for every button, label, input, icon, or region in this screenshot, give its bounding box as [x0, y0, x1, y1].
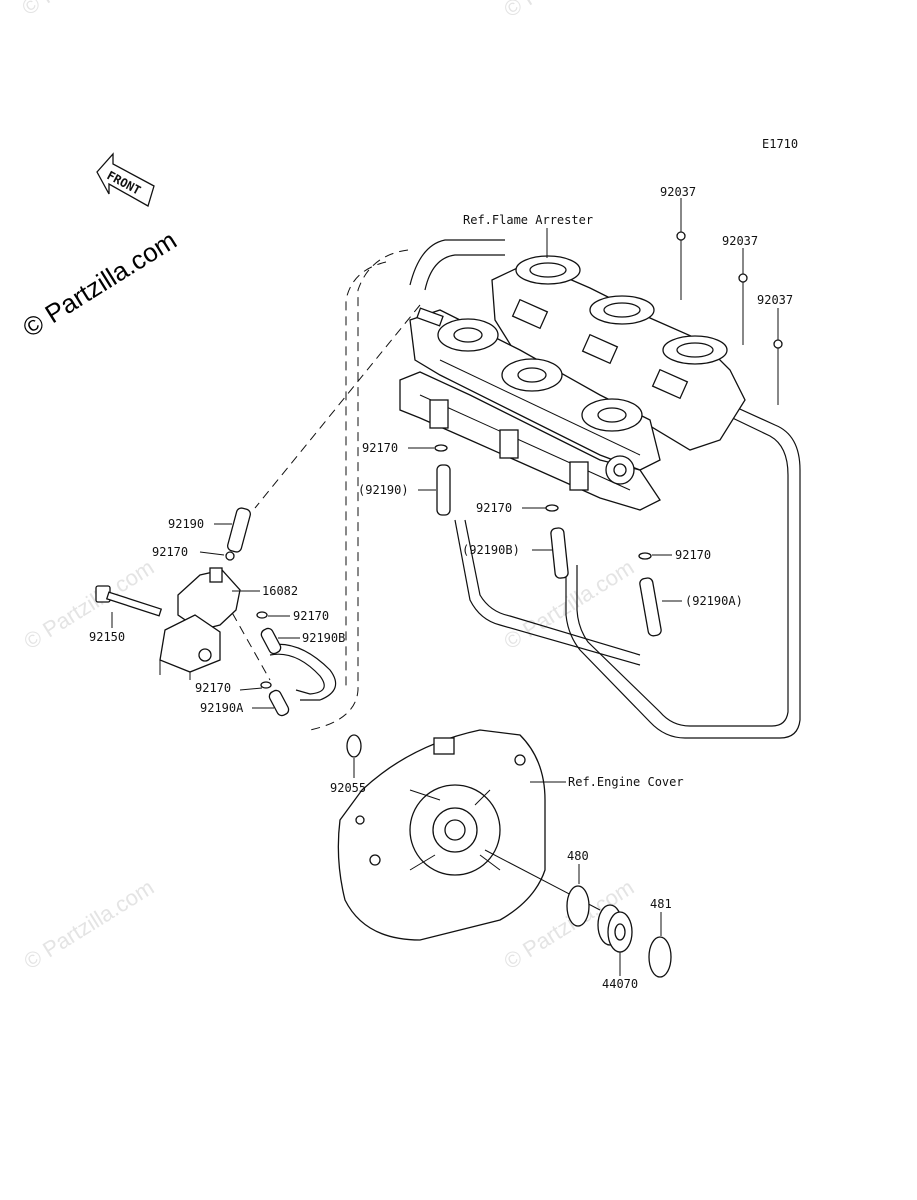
label-92190-paren: (92190) — [358, 483, 409, 497]
label-92190: 92190 — [168, 517, 204, 531]
svg-text:© Partzilla.com: © Partzilla.com — [19, 874, 158, 974]
diagram-code: E1710 — [762, 137, 798, 151]
label-92190a: 92190A — [200, 701, 244, 715]
label-481: 481 — [650, 897, 672, 911]
svg-text:© Partzilla.com: © Partzilla.com — [17, 0, 156, 20]
label-ref-flame-arrester: Ref.Flame Arrester — [463, 213, 593, 227]
label-92170-top: 92170 — [362, 441, 398, 455]
o-ring — [346, 734, 362, 758]
label-92037-a: 92037 — [660, 185, 696, 199]
label-92190a-paren: (92190A) — [685, 594, 743, 608]
svg-text:© Partzilla.com: © Partzilla.com — [499, 0, 638, 22]
label-92190b: 92190B — [302, 631, 345, 645]
svg-text:© Partzilla.com: © Partzilla.com — [499, 554, 638, 654]
label-92170-left: 92170 — [152, 545, 188, 559]
watermark-text: © Partzilla.com — [17, 225, 181, 343]
leader-lines — [111, 198, 779, 976]
snap-ring-481 — [648, 936, 672, 978]
label-92170-mid: 92170 — [476, 501, 512, 515]
small-hoses — [225, 444, 662, 717]
engine-cover — [337, 729, 601, 941]
label-92170-valve: 92170 — [293, 609, 329, 623]
label-ref-engine-cover: Ref.Engine Cover — [568, 775, 684, 789]
snap-ring-480 — [566, 885, 590, 927]
bolt — [95, 585, 163, 617]
label-92190b-paren: (92190B) — [462, 543, 520, 557]
label-92037-c: 92037 — [757, 293, 793, 307]
fuel-valve — [159, 567, 241, 680]
carburetor-assembly — [399, 307, 661, 511]
front-arrow-icon: FRONT — [96, 152, 155, 207]
label-92150: 92150 — [89, 630, 125, 644]
label-16082: 16082 — [262, 584, 298, 598]
label-92055: 92055 — [330, 781, 366, 795]
label-92037-b: 92037 — [722, 234, 758, 248]
clamp-bands — [676, 231, 783, 405]
label-480: 480 — [567, 849, 589, 863]
bearing — [597, 904, 633, 953]
flame-arrester-manifold — [491, 255, 746, 451]
label-92170-right: 92170 — [675, 548, 711, 562]
label-92170-low: 92170 — [195, 681, 231, 695]
label-44070: 44070 — [602, 977, 638, 991]
hose-routing — [269, 239, 801, 739]
